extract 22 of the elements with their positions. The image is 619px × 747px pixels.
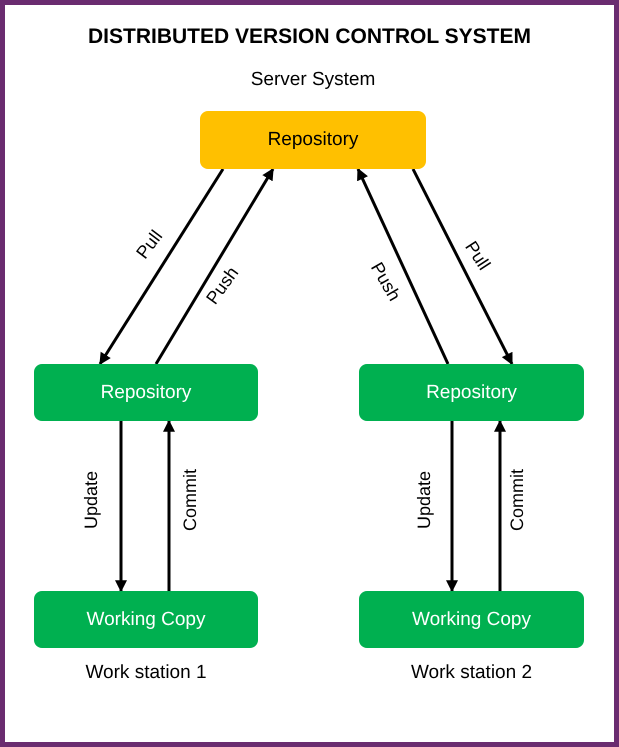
box-label: Repository	[100, 382, 192, 404]
node-label: Work station 2	[410, 662, 532, 684]
arrow	[98, 168, 224, 366]
repository-box	[34, 591, 258, 648]
arrow	[163, 420, 175, 591]
box-label: Repository	[268, 129, 358, 151]
diagram-title: DISTRIBUTED VERSION CONTROL SYSTEM	[87, 25, 532, 49]
box-label: Working Copy	[412, 608, 531, 630]
arrow	[446, 421, 458, 592]
repository-box	[200, 111, 426, 169]
arrow	[494, 420, 506, 591]
node-label: Server System	[250, 69, 376, 91]
repository-box	[34, 364, 258, 421]
box-label: Working Copy	[86, 608, 206, 630]
repository-box	[359, 364, 584, 421]
arrow	[115, 421, 127, 592]
arrow	[412, 168, 514, 366]
box-label: Repository	[426, 382, 517, 404]
arrow	[356, 168, 450, 365]
arrow	[154, 168, 274, 365]
repository-box	[359, 591, 584, 648]
node-label: Work station 1	[85, 662, 207, 684]
